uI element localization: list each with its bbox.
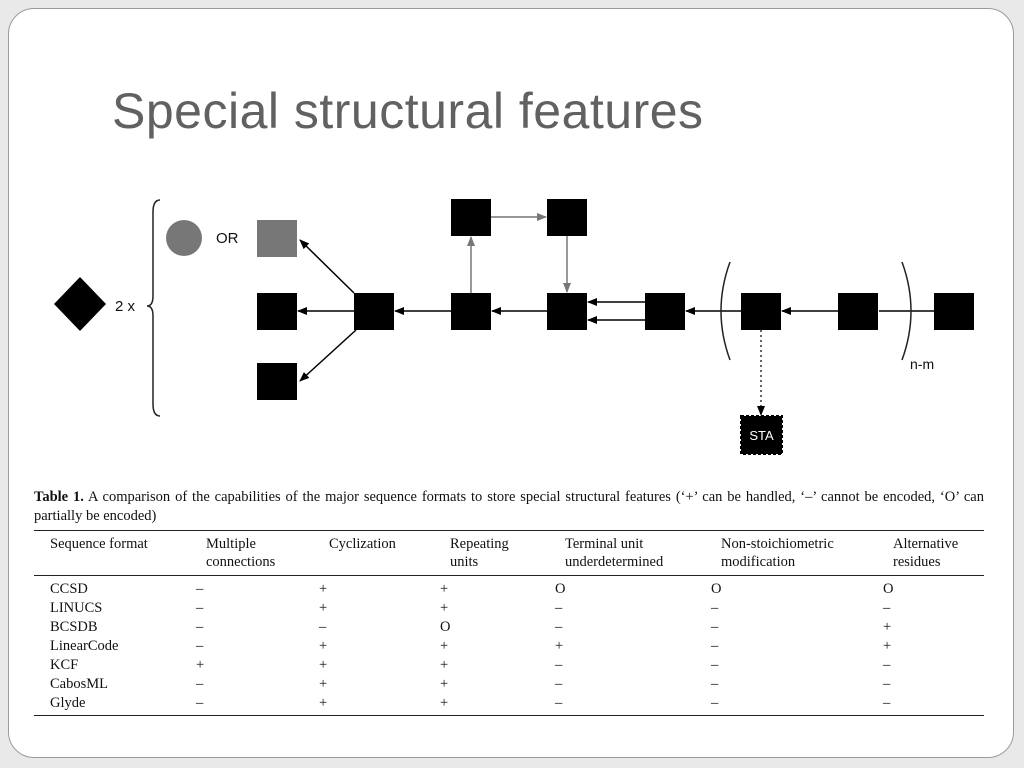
chain-square-5: [741, 293, 781, 330]
cell-format: CabosML: [50, 676, 108, 692]
repeat-bracket-right: [901, 261, 912, 361]
structure-diagram: 2 x OR n-m STA: [54, 199, 974, 455]
cell: –: [190, 694, 313, 716]
chain-square-4: [645, 293, 685, 330]
table-row: CabosML – + + – – –: [34, 675, 984, 694]
cell: –: [549, 694, 705, 716]
table-row: LINUCS – + + – – –: [34, 599, 984, 618]
cell: +: [319, 657, 328, 673]
cell: –: [555, 676, 563, 692]
cell: –: [711, 600, 719, 616]
cell: –: [877, 694, 984, 716]
or-label: OR: [216, 230, 239, 247]
diamond-residue: [54, 277, 106, 331]
cell: O: [440, 619, 451, 635]
cell: –: [711, 619, 719, 635]
cell: O: [711, 581, 722, 597]
cell: –: [883, 657, 891, 673]
arrow: [299, 329, 357, 382]
cell: –: [883, 676, 891, 692]
header-cyclization: Cyclization: [313, 530, 434, 576]
table-caption-label: Table 1.: [34, 489, 84, 505]
cell: +: [319, 638, 328, 654]
branch-square-bottom: [257, 363, 297, 400]
curly-brace: [146, 199, 161, 417]
cell: –: [196, 619, 204, 635]
table-caption: Table 1. A comparison of the capabilitie…: [34, 488, 984, 526]
cell: +: [555, 638, 564, 654]
slide-title: Special structural features: [112, 83, 704, 139]
chain-square-3: [547, 293, 587, 330]
cell: +: [440, 600, 449, 616]
cell-format: BCSDB: [50, 619, 98, 635]
table-caption-text: A comparison of the capabilities of the …: [34, 489, 984, 524]
cell: +: [434, 694, 549, 716]
header-sequence-format: Sequence format: [34, 530, 190, 576]
cell-format: LinearCode: [50, 638, 119, 654]
sta-stamp: [740, 415, 783, 455]
cell: –: [196, 638, 204, 654]
cell: –: [555, 600, 563, 616]
cell-format: Glyde: [34, 694, 190, 716]
table-row: KCF + + + – – –: [34, 656, 984, 675]
cell: –: [196, 600, 204, 616]
cell: +: [440, 581, 449, 597]
circle-residue: [166, 220, 202, 256]
cell: +: [883, 619, 892, 635]
cell: O: [883, 581, 894, 597]
sta-label: STA: [749, 428, 774, 443]
cell: –: [711, 657, 719, 673]
cell: –: [883, 600, 891, 616]
table-row: LinearCode – + + + – +: [34, 637, 984, 656]
cell: –: [196, 581, 204, 597]
cell: +: [440, 638, 449, 654]
cell: –: [711, 638, 719, 654]
repeat-count-label: n-m: [910, 356, 934, 372]
repeat-bracket-left: [720, 261, 731, 361]
arrow: [299, 239, 355, 294]
cell-format: CCSD: [50, 581, 88, 597]
chain-square-7: [934, 293, 974, 330]
cell-format: LINUCS: [50, 600, 103, 616]
branch-square-middle: [257, 293, 297, 330]
chain-square-6: [838, 293, 878, 330]
table-row: BCSDB – – O – – +: [34, 618, 984, 637]
cell-format: KCF: [50, 657, 79, 673]
cell: +: [319, 581, 328, 597]
cell: +: [440, 657, 449, 673]
cell: +: [319, 600, 328, 616]
multiplier-label: 2 x: [115, 298, 136, 315]
slide: [8, 8, 1014, 758]
cell: +: [883, 638, 892, 654]
cycle-square-right: [547, 199, 587, 236]
cycle-square-left: [451, 199, 491, 236]
cell: O: [555, 581, 566, 597]
cell: +: [319, 676, 328, 692]
cell: +: [313, 694, 434, 716]
cell: –: [196, 676, 204, 692]
cell: –: [705, 694, 877, 716]
chain-square-1: [354, 293, 394, 330]
cell: +: [196, 657, 205, 673]
cell: –: [555, 657, 563, 673]
table-row: CCSD – + + O O O: [34, 576, 984, 600]
cell: –: [711, 676, 719, 692]
table-row: Glyde – + + – – –: [34, 694, 984, 716]
cell: –: [555, 619, 563, 635]
cell: –: [319, 619, 327, 635]
gray-square-residue: [257, 220, 297, 257]
chain-square-2: [451, 293, 491, 330]
cell: +: [440, 676, 449, 692]
